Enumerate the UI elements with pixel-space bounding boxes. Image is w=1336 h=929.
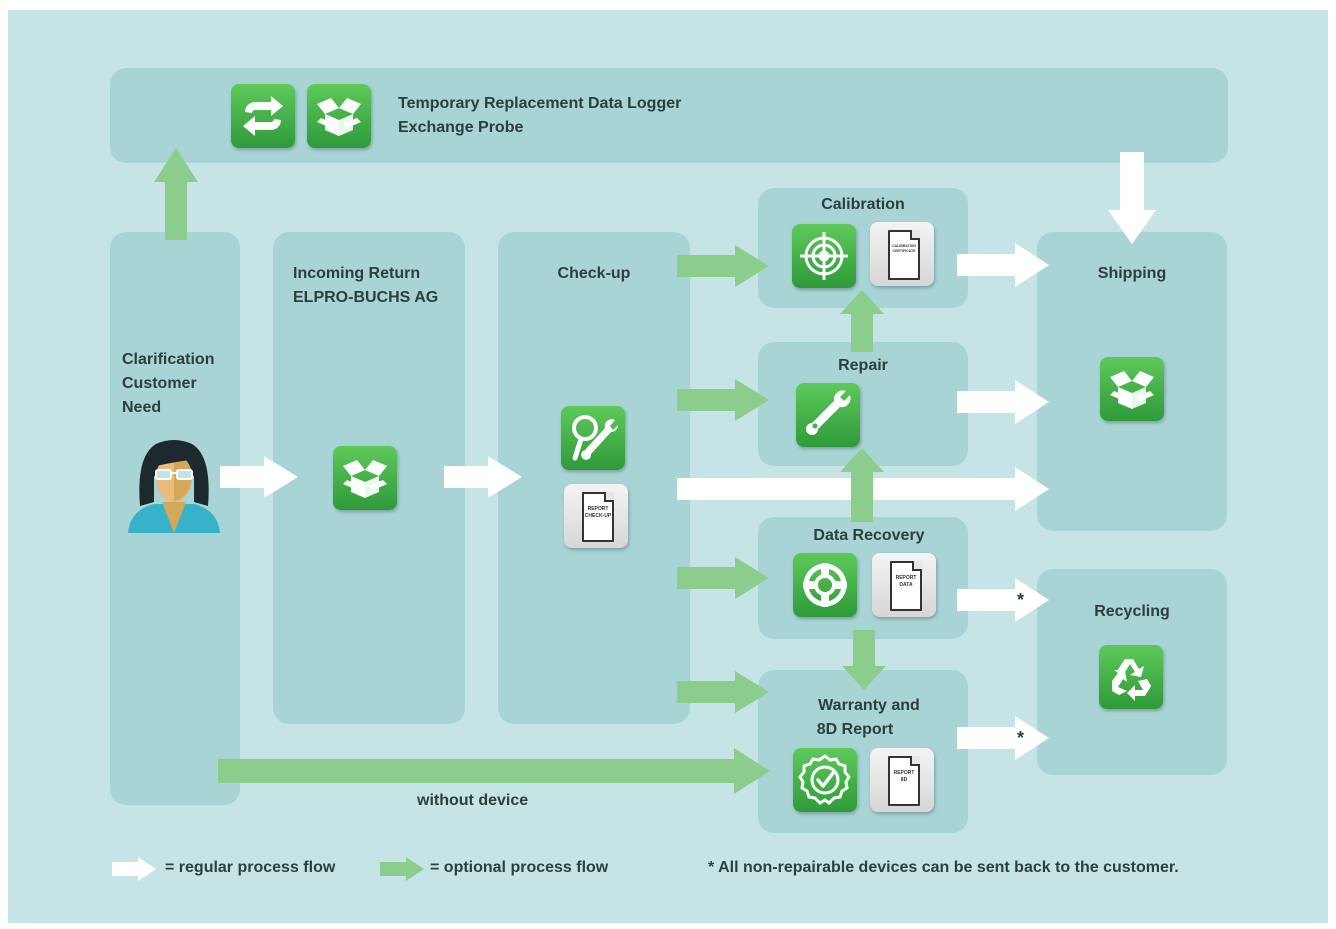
optional-arrow-checkup-to-calibration [677,245,769,287]
optional-arrow-checkup-to-data-recovery [677,557,769,599]
temporary-replacement-box [110,68,1228,163]
asterisk-data-recovery: * [1017,590,1025,610]
regular-arrow-clarification-to-incoming [220,456,298,498]
optional-arrow-data-recovery-to-warranty [842,630,886,690]
wrench-icon [796,383,860,447]
optional-arrow-data-recovery-to-repair [840,448,884,522]
regular-arrow-incoming-to-checkup [444,456,522,498]
legend-regular-label: = regular process flow [165,859,336,876]
asterisk-warranty: * [1017,728,1025,748]
incoming-line1: Incoming Return [293,265,421,282]
data-recovery-title: Data Recovery [813,527,925,544]
data-doc-line2: DATA [899,582,913,588]
incoming-line2: ELPRO-BUCHS AG [293,289,439,306]
legend-note: * All non-repairable devices can be sent… [708,859,1179,876]
legend-regular-arrow [112,857,156,881]
regular-arrow-warranty-to-recycling [957,716,1049,760]
checkup-doc-line2: CHECK-UP [584,513,612,519]
incoming-box-icon [333,446,397,510]
clarification-line2: Customer [122,375,197,392]
calibration-doc-line1: CALIBRATION [892,244,916,248]
optional-arrow-up-to-replacement [154,148,198,240]
checkup-doc-line1: REPORT [587,506,609,512]
warranty-line1: Warranty and [818,697,920,714]
8d-doc-line2: 8D [900,777,908,783]
optional-arrow-checkup-to-repair [677,379,769,421]
top-bar-line1: Temporary Replacement Data Logger [398,95,682,112]
exchange-icon [231,84,295,148]
optional-arrow-checkup-to-warranty [677,671,769,713]
incoming-return-title: Incoming Return ELPRO-BUCHS AG [293,262,438,310]
certified-badge-icon [793,748,857,812]
open-box-icon [307,84,371,148]
data-doc-line1: REPORT [895,575,917,581]
legend-optional-arrow [380,857,424,881]
clarification-line3: Need [122,399,162,416]
target-icon [792,224,856,288]
repair-box [758,342,968,466]
customer-avatar [122,436,226,533]
optional-arrow-repair-to-calibration [840,290,884,352]
top-bar-line2: Exchange Probe [398,119,524,136]
calibration-doc-line2: CERTIFICATE [892,249,916,253]
recycling-title: Recycling [1094,603,1170,620]
lifebuoy-icon [793,553,857,617]
optional-arrow-without-device [218,748,770,794]
checkup-title: Check-up [557,265,631,282]
regular-arrow-calibration-to-shipping [957,243,1049,287]
regular-arrow-data-recovery-to-recycling [957,578,1049,622]
legend-optional-label: = optional process flow [430,859,609,876]
shipping-title: Shipping [1097,265,1167,282]
recycle-icon [1099,645,1163,709]
magnifier-wrench-icon [561,406,625,470]
regular-arrow-down-to-shipping [1108,152,1156,244]
repair-title: Repair [838,357,888,374]
shipping-box-icon [1100,357,1164,421]
8d-doc-line1: REPORT [893,770,915,776]
clarification-title: Clarification Customer Need [122,348,214,420]
without-device-label: without device [417,792,529,809]
checkup-box [498,232,690,724]
calibration-title: Calibration [821,196,905,213]
warranty-line2: 8D Report [816,721,894,738]
clarification-line1: Clarification [122,351,215,368]
top-bar-title: Temporary Replacement Data Logger Exchan… [398,92,681,140]
regular-arrow-repair-to-shipping [957,380,1049,424]
warranty-title: Warranty and 8D Report [758,694,980,742]
